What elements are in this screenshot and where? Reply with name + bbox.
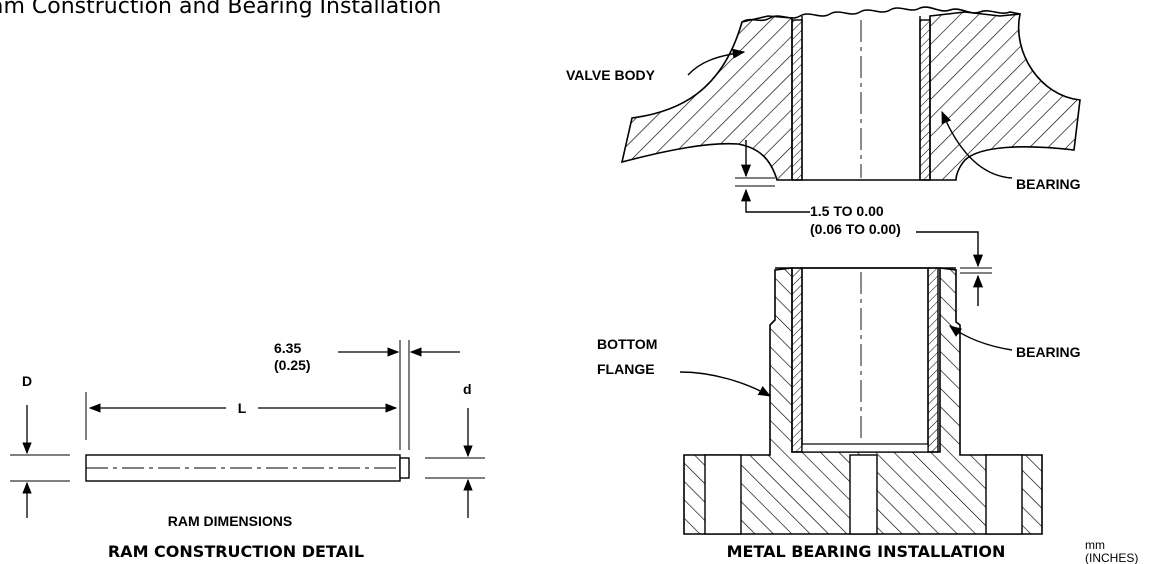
page-title: am Construction and Bearing Installation: [0, 0, 442, 19]
metal-bearing-caption: METAL BEARING INSTALLATION: [727, 542, 1006, 561]
lower-bearing-right: [927, 267, 939, 453]
gap-line2: (0.06 TO 0.00): [810, 221, 901, 237]
upper-bearing-right: [919, 19, 931, 181]
ram-construction-detail: L 6.35 (0.25) D d RAM DIMENSIONS RAM CON…: [10, 340, 485, 561]
lower-bore: [801, 267, 929, 447]
valve-body-right: [929, 11, 1081, 181]
label-valve-body: VALVE BODY: [566, 67, 656, 83]
label-flange: FLANGE: [597, 361, 655, 377]
ram-dimensions-caption: RAM DIMENSIONS: [168, 513, 292, 529]
label-D: D: [22, 373, 32, 389]
flange-center-bore: [849, 454, 878, 535]
units-mm: mm: [1085, 538, 1105, 552]
ram-construction-caption: RAM CONSTRUCTION DETAIL: [108, 542, 364, 561]
gap-line1: 1.5 TO 0.00: [810, 203, 884, 219]
metal-bearing-installation: VALVE BODY BEARING 1.5 TO 0.00 (0.06 TO …: [566, 6, 1081, 561]
label-bearing-upper: BEARING: [1016, 176, 1081, 192]
lower-bearing-left: [791, 267, 803, 453]
dim-6-35-line2: (0.25): [274, 357, 311, 373]
units-inches: (INCHES): [1085, 551, 1138, 564]
valve-body-break-line: [741, 6, 1021, 23]
bearing-leaders: [679, 48, 1013, 397]
upper-bearing-left: [791, 19, 803, 181]
label-L: L: [238, 400, 247, 416]
bolt-hole-right: [985, 454, 1023, 535]
bolt-hole-left: [704, 454, 742, 535]
label-bearing-lower: BEARING: [1016, 344, 1081, 360]
lower-bearing-bottom: [801, 443, 929, 453]
ram-rod: [85, 454, 410, 482]
label-bottom: BOTTOM: [597, 336, 657, 352]
valve-body-left: [620, 15, 793, 181]
dim-6-35-line1: 6.35: [274, 340, 301, 356]
ram-extension-lines: [10, 340, 485, 482]
label-d: d: [463, 381, 472, 397]
